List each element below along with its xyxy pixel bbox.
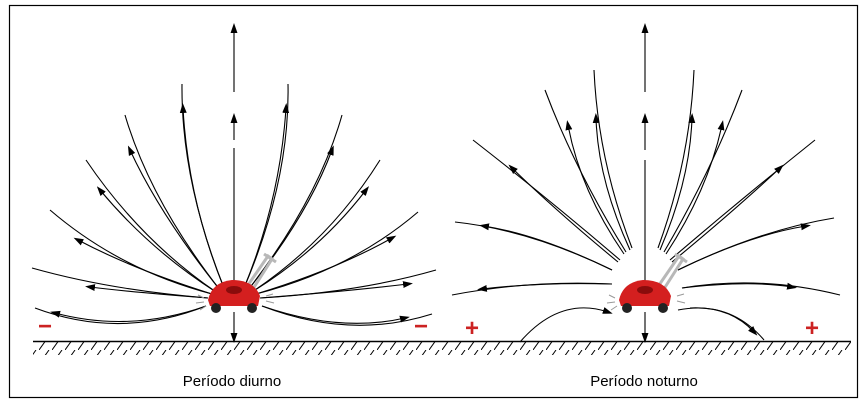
night-field-line xyxy=(671,164,784,263)
outer-border xyxy=(8,4,859,399)
night-field-line xyxy=(677,217,835,271)
night-panel: + + Período noturno xyxy=(451,23,841,390)
night-right-sign: + xyxy=(805,315,819,342)
night-field-line xyxy=(592,113,631,251)
night-field-line xyxy=(657,69,695,249)
night-field-line xyxy=(544,89,627,253)
night-field-line xyxy=(681,282,841,296)
day-field-line xyxy=(31,267,209,299)
day-field-line xyxy=(85,284,209,299)
night-field-line xyxy=(477,283,613,292)
night-field-line xyxy=(472,139,621,261)
day-field-line xyxy=(181,83,225,289)
night-left-sign: + xyxy=(465,315,479,342)
day-field-line xyxy=(247,145,334,291)
day-field-line xyxy=(50,305,207,322)
day-field-line xyxy=(73,237,213,295)
day-field-line xyxy=(49,209,213,295)
night-field-line xyxy=(681,282,797,290)
day-field-line xyxy=(127,145,221,291)
day-right-sign: − xyxy=(414,313,428,340)
day-field-line xyxy=(251,159,381,293)
night-caption: Período noturno xyxy=(590,373,698,390)
day-field-line xyxy=(85,159,217,293)
day-caption: Período diurno xyxy=(183,373,281,390)
night-field-line xyxy=(677,307,765,341)
night-field-line xyxy=(659,113,696,251)
day-field-line xyxy=(255,235,397,295)
day-field-line xyxy=(259,281,413,299)
night-field-line xyxy=(669,139,816,261)
day-field-line xyxy=(261,305,433,326)
night-field-line xyxy=(565,120,625,255)
night-field-line xyxy=(479,223,613,271)
night-field-line xyxy=(689,307,758,336)
day-panel: − − Período diurno xyxy=(31,23,437,390)
day-field-line xyxy=(96,186,217,293)
day-field-line xyxy=(179,103,225,289)
night-field-line xyxy=(665,120,725,255)
night-field-line xyxy=(663,89,743,253)
lawn-mower-icon xyxy=(605,252,689,315)
ground xyxy=(33,340,851,355)
day-field-line xyxy=(261,305,410,324)
day-field-line xyxy=(251,186,370,293)
day-left-sign: − xyxy=(38,313,52,340)
day-field-line xyxy=(124,114,221,291)
night-field-line xyxy=(508,164,619,263)
night-field-line xyxy=(519,307,613,343)
night-field-line xyxy=(454,221,613,271)
night-field-line xyxy=(677,223,811,271)
day-field-line xyxy=(243,103,290,289)
night-field-line xyxy=(593,69,633,249)
